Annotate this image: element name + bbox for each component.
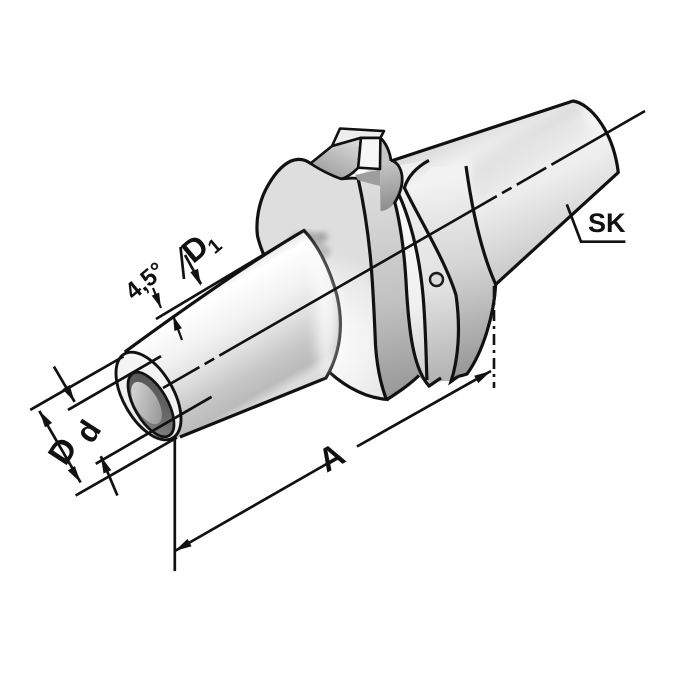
svg-text:SK: SK <box>588 208 626 238</box>
